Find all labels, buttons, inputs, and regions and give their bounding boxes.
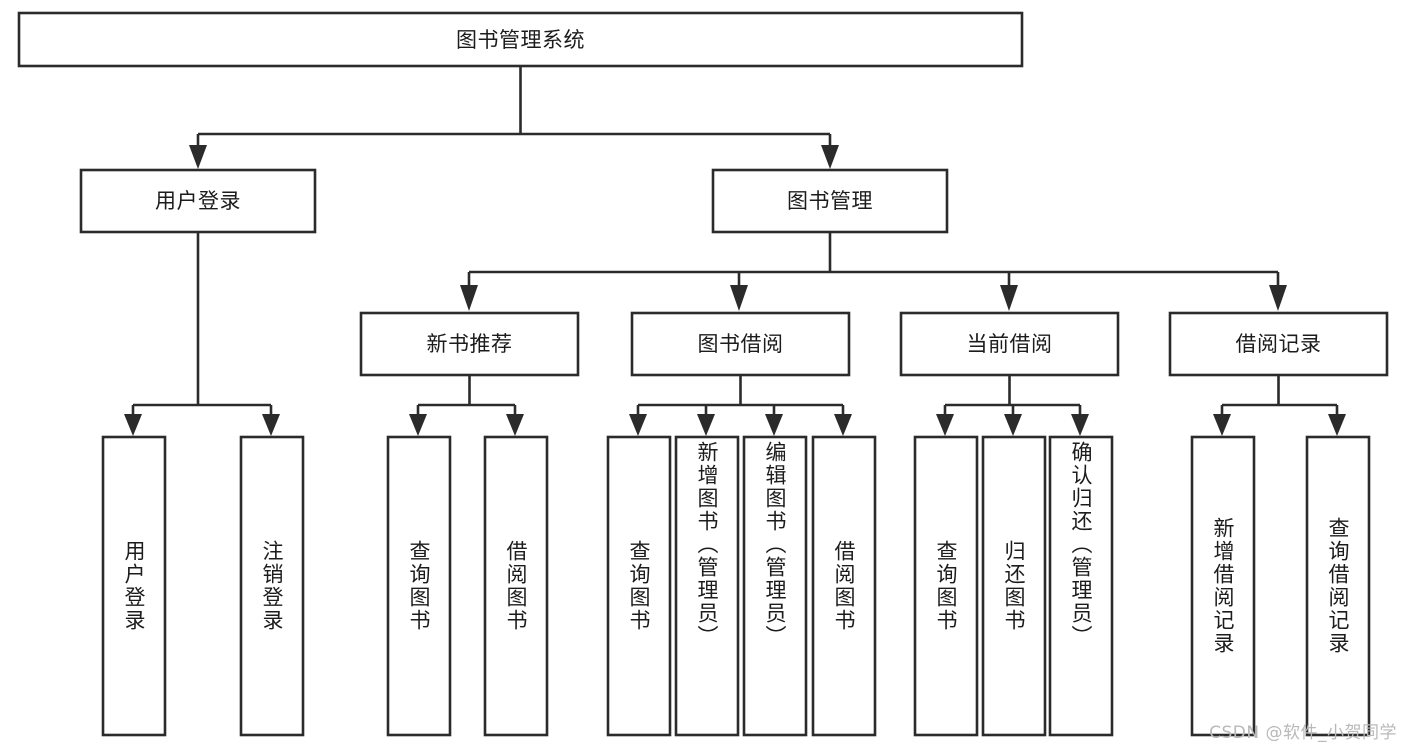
node-leaf-borrow-book-2-box[interactable] <box>811 435 877 737</box>
arrow-head-icon <box>1213 414 1231 436</box>
arrow-head-icon <box>1071 414 1089 436</box>
arrow-head-icon <box>460 285 478 311</box>
arrow-head-icon <box>189 145 207 169</box>
node-new-book-recommend-label: 新书推荐 <box>427 332 513 356</box>
node-leaf-query-record-box[interactable] <box>1305 435 1371 737</box>
arrow-head-icon <box>262 414 280 436</box>
node-user-login-label: 用户登录 <box>155 189 241 213</box>
node-borrow-record[interactable]: 借阅记录 <box>1168 311 1389 377</box>
node-current-borrow-box[interactable] <box>899 311 1120 377</box>
connector-current-borrow-to-leaves <box>936 375 1089 436</box>
arrow-head-icon <box>821 145 839 169</box>
connector-book-borrow-to-leaves <box>629 375 852 436</box>
arrow-head-icon <box>1328 414 1346 436</box>
arrow-head-icon <box>765 414 783 436</box>
node-leaf-return-book-box[interactable] <box>981 435 1047 737</box>
arrow-head-icon <box>124 414 142 436</box>
node-current-borrow-label: 当前借阅 <box>967 332 1053 356</box>
node-user-login-box[interactable] <box>79 168 317 234</box>
connector-root-to-level2 <box>189 66 839 169</box>
node-book-borrow[interactable]: 图书借阅 <box>630 311 851 377</box>
node-leaf-query-book-1-box[interactable] <box>386 435 452 737</box>
csdn-watermark: CSDN @软件_小贺同学 <box>1209 723 1397 743</box>
arrow-head-icon <box>1004 414 1022 436</box>
node-leaf-query-book-3-box[interactable] <box>913 435 979 737</box>
arrow-head-icon <box>1269 285 1287 311</box>
node-leaf-add-record-box[interactable] <box>1190 435 1256 737</box>
node-leaf-user-logout-box[interactable] <box>239 435 305 737</box>
arrow-head-icon <box>936 414 954 436</box>
arrow-head-icon <box>506 414 524 436</box>
node-book-manage[interactable]: 图书管理 <box>711 168 949 234</box>
node-root-box[interactable] <box>17 11 1024 68</box>
connector-book-manage-to-level3 <box>460 232 1287 311</box>
node-root-label: 图书管理系统 <box>456 28 585 52</box>
node-root[interactable]: 图书管理系统 <box>17 11 1024 68</box>
connector-borrow-record-to-leaves <box>1213 375 1346 436</box>
node-user-login[interactable]: 用户登录 <box>79 168 317 234</box>
arrow-head-icon <box>697 414 715 436</box>
connector-user-login-to-leaves <box>124 232 280 436</box>
arrow-head-icon <box>730 285 748 311</box>
arrow-head-icon <box>834 414 852 436</box>
node-current-borrow[interactable]: 当前借阅 <box>899 311 1120 377</box>
node-leaf-borrow-book-1-box[interactable] <box>483 435 549 737</box>
node-borrow-record-label: 借阅记录 <box>1236 332 1322 356</box>
node-book-manage-label: 图书管理 <box>787 189 873 213</box>
node-leaf-add-book-box[interactable] <box>674 435 740 737</box>
arrow-head-icon <box>1000 285 1018 311</box>
node-new-book-recommend[interactable]: 新书推荐 <box>359 311 580 377</box>
node-new-book-recommend-box[interactable] <box>359 311 580 377</box>
node-leaf-edit-book-box[interactable] <box>742 435 808 737</box>
arrow-head-icon <box>629 414 647 436</box>
node-book-borrow-label: 图书借阅 <box>698 332 784 356</box>
node-leaf-confirm-return-box[interactable] <box>1048 435 1114 737</box>
node-leaf-user-login-box[interactable] <box>101 435 167 737</box>
arrow-head-icon <box>409 414 427 436</box>
node-leaf-query-book-2-box[interactable] <box>606 435 672 737</box>
connector-new-book-recommend-to-leaves <box>409 375 524 436</box>
